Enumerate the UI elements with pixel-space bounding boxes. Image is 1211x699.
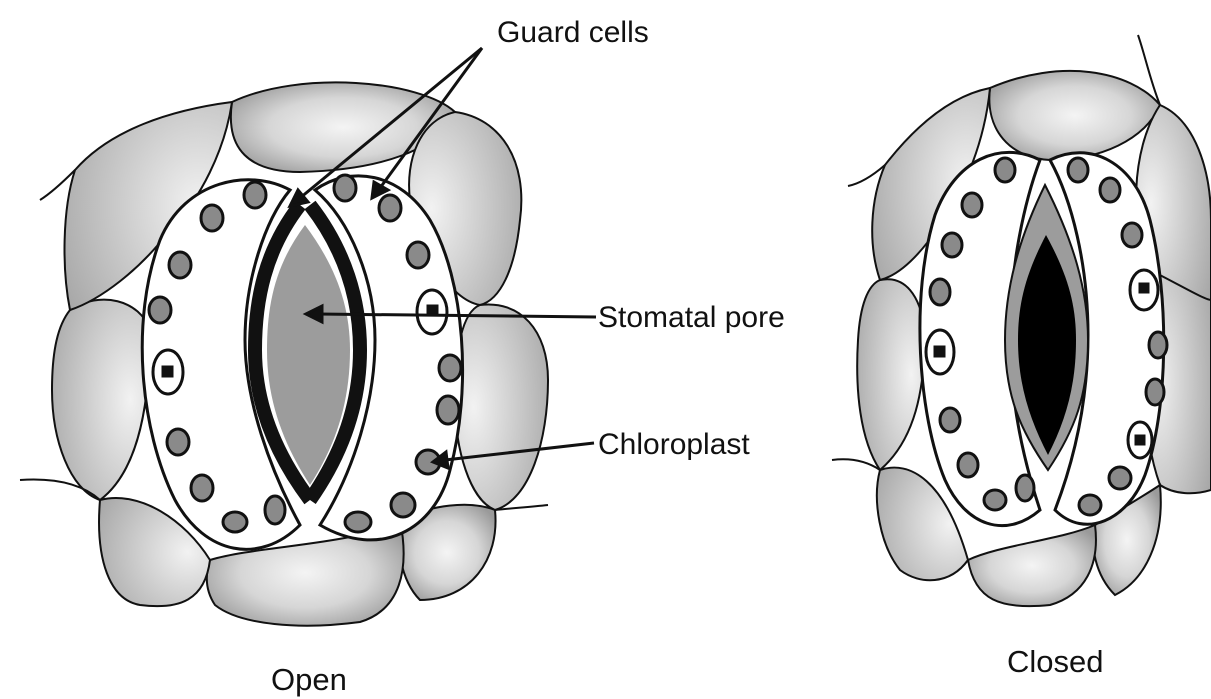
chloroplast bbox=[1146, 379, 1164, 405]
nucleolus bbox=[1136, 436, 1144, 444]
cell-wall-line bbox=[832, 459, 880, 470]
chloroplast bbox=[379, 195, 401, 221]
chloroplast bbox=[201, 205, 223, 231]
chloroplast bbox=[942, 233, 962, 257]
chloroplast bbox=[995, 158, 1015, 182]
chloroplast bbox=[223, 512, 247, 532]
closed-caption: Closed bbox=[1007, 644, 1104, 679]
nucleolus bbox=[1140, 284, 1148, 292]
epidermal-cell bbox=[989, 71, 1160, 160]
nucleolus bbox=[428, 306, 437, 315]
epidermal-cell bbox=[968, 525, 1096, 606]
chloroplast bbox=[1016, 475, 1034, 501]
chloroplast bbox=[191, 475, 213, 501]
chloroplast bbox=[930, 279, 950, 305]
chloroplast bbox=[391, 493, 415, 517]
chloroplast bbox=[149, 297, 171, 323]
chloroplast bbox=[1100, 178, 1120, 202]
chloroplast bbox=[407, 242, 429, 268]
chloroplast bbox=[1079, 495, 1101, 515]
chloroplast bbox=[345, 512, 371, 532]
chloroplast-label: Chloroplast bbox=[598, 428, 750, 461]
epidermal-cell bbox=[455, 304, 548, 510]
epidermal-cell bbox=[857, 279, 925, 470]
chloroplast bbox=[984, 490, 1006, 510]
closed-stoma bbox=[832, 35, 1211, 606]
chloroplast bbox=[334, 175, 356, 201]
chloroplast bbox=[265, 496, 285, 524]
stomatal-pore-label: Stomatal pore bbox=[598, 301, 785, 334]
chloroplast bbox=[439, 355, 461, 381]
chloroplast bbox=[169, 252, 191, 278]
nucleolus bbox=[935, 347, 944, 356]
chloroplast bbox=[1149, 332, 1167, 358]
nucleolus bbox=[163, 367, 172, 376]
chloroplast bbox=[958, 453, 978, 477]
open-stoma bbox=[20, 82, 548, 625]
chloroplast bbox=[1122, 223, 1142, 247]
chloroplast bbox=[940, 408, 960, 432]
epidermal-cell bbox=[52, 300, 150, 500]
chloroplast bbox=[1109, 467, 1131, 489]
chloroplast bbox=[437, 396, 459, 424]
chloroplast bbox=[167, 429, 189, 455]
chloroplast bbox=[1068, 158, 1088, 182]
chloroplast bbox=[962, 193, 982, 217]
chloroplast bbox=[244, 182, 266, 208]
guard-cells-label: Guard cells bbox=[497, 16, 649, 49]
open-caption: Open bbox=[271, 662, 347, 697]
